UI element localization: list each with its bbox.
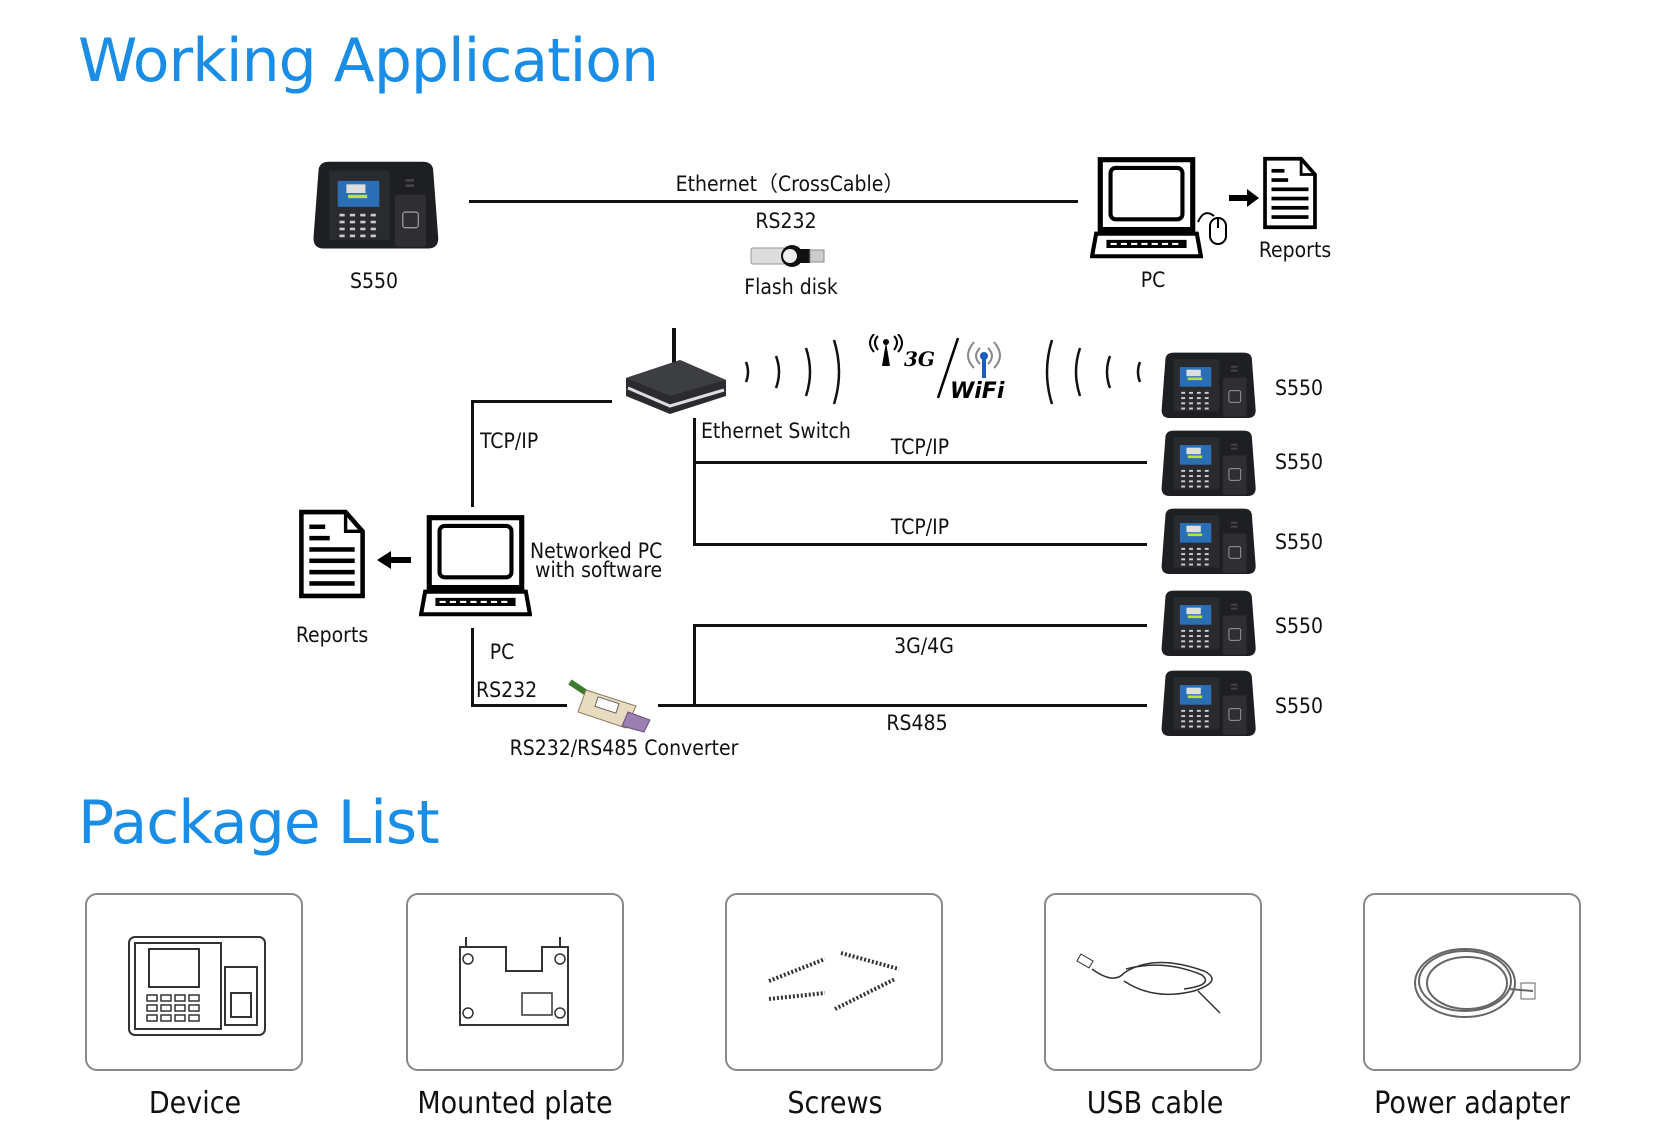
wifi-icon: WiFi	[936, 337, 1005, 402]
reports-document-icon	[298, 508, 366, 600]
package-item-mounted-plate	[406, 893, 624, 1071]
3g-antenna-icon: 3G	[869, 334, 935, 371]
device-label: S550	[1275, 376, 1324, 400]
router-icon	[626, 328, 726, 414]
rs485-label: RS485	[886, 711, 948, 735]
networked-pc-label: PC	[489, 640, 515, 664]
flash-disk-label: Flash disk	[744, 275, 838, 299]
gprs-line	[693, 624, 1147, 627]
package-item-power-adapter	[1363, 893, 1581, 1071]
flash-disk-icon	[750, 245, 825, 267]
ethernet-label: Ethernet（CrossCable）	[675, 172, 905, 196]
package-label-power-adapter: Power adapter	[1374, 1086, 1570, 1121]
wireless-waves-left-icon	[1045, 339, 1142, 405]
mouse-icon	[1197, 212, 1227, 245]
package-label-device: Device	[148, 1086, 242, 1121]
rs232-vertical-line	[471, 628, 474, 707]
networked-pc-label-line1: Networked PC	[530, 539, 663, 563]
top-reports-label: Reports	[1258, 238, 1332, 262]
gprs-label: 3G/4G	[894, 634, 954, 658]
s550-device-icon	[1159, 506, 1257, 578]
package-item-device	[85, 893, 303, 1071]
package-label-screws: Screws	[787, 1086, 883, 1121]
s550-device-icon	[1159, 428, 1257, 500]
package-item-screws	[725, 893, 943, 1071]
switch-vertical-line	[693, 418, 696, 546]
reports-document-icon	[1261, 156, 1319, 230]
converter-icon	[568, 679, 651, 733]
tcpip-label-1: TCP/IP	[890, 435, 950, 459]
package-label-usb-cable: USB cable	[1086, 1086, 1224, 1121]
s550-device-icon	[1159, 350, 1257, 422]
serial-vertical-line	[693, 624, 696, 707]
working-application-heading: Working Application	[78, 26, 659, 96]
arrow-right-icon	[1229, 189, 1259, 207]
tcpip-horizontal-line	[471, 400, 612, 403]
device-label: S550	[1275, 530, 1324, 554]
rs232-horizontal-line	[471, 704, 567, 707]
rs232-label-top: RS232	[755, 209, 817, 233]
rs232-label: RS232	[476, 678, 538, 702]
wifi-text: WiFi	[950, 379, 1005, 402]
converter-label: RS232/RS485 Converter	[509, 736, 739, 760]
top-pc-label: PC	[1140, 268, 1166, 292]
s550-device-icon	[1159, 588, 1257, 660]
rs485-line	[658, 704, 1147, 707]
networked-reports-label: Reports	[295, 623, 369, 647]
tcpip-line-2	[693, 543, 1147, 546]
wireless-waves-right-icon	[744, 339, 841, 405]
top-device-label: S550	[349, 269, 399, 293]
usb-cable-icon	[1076, 953, 1221, 1014]
device-label: S550	[1275, 694, 1324, 718]
networked-pc-laptop-icon	[419, 513, 532, 621]
package-list-heading: Package List	[78, 788, 440, 858]
3g-text: 3G	[904, 347, 935, 371]
s550-device-icon	[310, 158, 440, 254]
tcpip-line-1	[693, 461, 1147, 464]
tcpip-label-2: TCP/IP	[890, 515, 950, 539]
networked-pc-label-line2: with software	[535, 558, 663, 582]
ethernet-line	[469, 200, 1078, 203]
screws-icon	[768, 951, 900, 1011]
arrow-left-icon	[377, 551, 411, 569]
device-label: S550	[1275, 450, 1324, 474]
device-label: S550	[1275, 614, 1324, 638]
tcpip-left-label: TCP/IP	[480, 429, 539, 453]
power-adapter-icon	[1414, 948, 1536, 1018]
device-icon	[128, 936, 266, 1036]
s550-device-icon	[1159, 668, 1257, 740]
package-label-mounted-plate: Mounted plate	[417, 1086, 613, 1121]
pc-laptop-icon	[1090, 156, 1203, 262]
plate-icon	[459, 937, 569, 1026]
ethernet-switch-label: Ethernet Switch	[701, 419, 851, 443]
tcpip-vertical-line	[471, 400, 474, 507]
package-item-usb-cable	[1044, 893, 1262, 1071]
